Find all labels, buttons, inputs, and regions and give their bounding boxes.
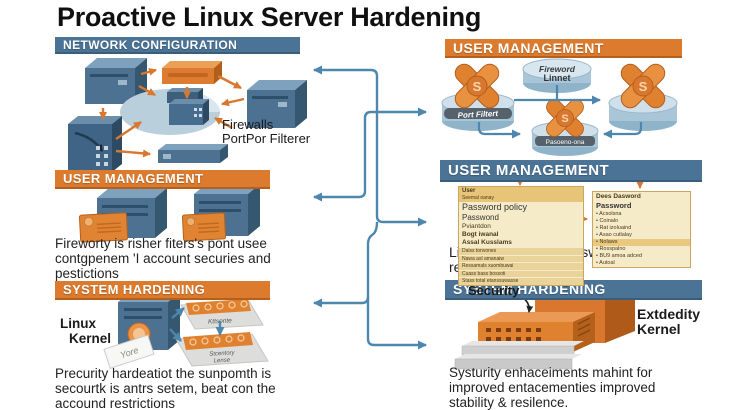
firewall-appliance-icon (162, 61, 222, 84)
header-user-management-mid-right: USER MANAGEMENT (440, 160, 702, 182)
linux-kernel-label: Linux Kernel (60, 316, 112, 347)
network-hub (120, 88, 220, 135)
account-card-icon (181, 212, 227, 242)
extdedity-kernel-label: Extdedity Kernel (637, 306, 701, 338)
header-user-management-top-right: USER MANAGEMENT (445, 39, 682, 58)
header-system-hardening-left: SYSTEM HARDENING (55, 281, 270, 300)
table-row: Password (596, 201, 632, 210)
svg-text:Fireword: Fireword (539, 64, 576, 74)
page-title: Proactive Linux Server Hardening (57, 2, 482, 32)
policy-card: Stcentory Lense (175, 332, 269, 367)
network-diagram (68, 58, 307, 172)
name-tag: Yore (103, 334, 155, 369)
table-row: • Asao cutlalay (596, 232, 632, 238)
table-row: Seemal oanay (459, 195, 583, 202)
header-network-configuration: NETWORK CONFIGURATION (55, 37, 300, 54)
caption-line: improved entacementies improved (449, 379, 656, 395)
hardening-right-caption: Systurity enhaceiments mahint for improv… (449, 365, 656, 410)
account-card-icon (78, 212, 129, 243)
server-icon (247, 80, 307, 128)
db-arrows (477, 85, 643, 139)
kernel-label-line1: Extdedity (637, 306, 701, 322)
svg-text:S: S (473, 79, 482, 94)
svg-text:S: S (639, 79, 648, 94)
switch-icon (68, 116, 122, 172)
table-row: • BU9 amoa adced (596, 253, 642, 259)
table-row: • Nolaws (593, 239, 690, 246)
base-plates (454, 341, 584, 370)
table-row: Stass total etanssuwasse (459, 277, 583, 285)
table-row: Pviantdon (462, 223, 491, 230)
table-row: • Rosspalno (596, 246, 626, 252)
svg-text:Port Filtert: Port Filtert (457, 109, 498, 120)
caption-line: secourtk is antrs setem, beat con the (55, 380, 276, 396)
section-connectors (313, 65, 427, 350)
table-row: Ressamals xuombuwai (459, 262, 583, 270)
rack-device-icon (158, 144, 228, 163)
firewall-label-line1: Firewalls (222, 117, 274, 132)
table-row: Cuass bass bossoti (459, 269, 583, 277)
system-hardening-left-diagram: Yore Kttsonte Stcentory Lense (103, 292, 269, 369)
caption-line: Fireworty is risher fiters's pont usee (55, 236, 267, 251)
table-row: Bogt iwanal (462, 231, 499, 238)
network-flow-arrows (99, 67, 245, 158)
policy-card: Kttsonte (180, 299, 264, 330)
user-mgmt-right-diagram: Fireword Linnet Port Filtert Pasoeno-ona… (441, 58, 678, 156)
svg-text:Pasoeno-ona: Pasoeno-ona (546, 139, 585, 146)
header-user-management-left: USER MANAGEMENT (55, 170, 270, 189)
table-row: Passwond (462, 213, 499, 222)
table-row: • Coinalo (596, 218, 619, 224)
table-row: Daiss tonvones (459, 247, 583, 255)
caption-line: pestictions (55, 265, 119, 281)
svg-text:Linnet: Linnet (544, 73, 571, 83)
hardening-arrows (169, 307, 225, 342)
database-cylinder: Fireword Linnet (522, 58, 592, 93)
caption-line: stability & resilence. (449, 394, 569, 410)
table-row: Assal Kusslams (462, 239, 512, 246)
firewall-label-line2: PortPor Filterer (222, 131, 311, 147)
svg-text:Stcentory: Stcentory (209, 350, 236, 357)
kernel-label-line1: Linux (60, 316, 96, 331)
table-row: • Acsolsna (596, 211, 622, 217)
caption-line: Systurity enhaceiments mahint for (449, 365, 653, 380)
user-left-caption: Fireworty is risher fiters's pont usee c… (55, 236, 271, 282)
svg-text:S: S (561, 113, 568, 125)
kernel-label-line2: Kernel (637, 321, 681, 338)
table-row: User (459, 187, 583, 195)
table-row: • Rat izoluaind (596, 225, 632, 231)
table-row: Nawa asl amanaiw (459, 254, 583, 262)
caption-line: Precurity hardeatiot the sunpomth is (55, 366, 272, 381)
firewall-label: Firewalls PortPor Filterer (222, 117, 311, 147)
caption-line: contgpenem 'I account securies and (55, 250, 271, 266)
table-row: Dees Dasword (596, 193, 641, 200)
kernel-label-line2: Kernel (69, 330, 112, 346)
hardening-left-caption: Precurity hardeatiot the sunpomth is sec… (55, 366, 276, 410)
caption-line: accound restrictions (55, 395, 176, 410)
user-mgmt-left-diagram (78, 184, 260, 243)
security-label: Security (468, 283, 520, 298)
table-row: Password policy (462, 202, 528, 212)
table-row: • Autoal (596, 260, 615, 266)
svg-text:Lense: Lense (214, 358, 231, 365)
